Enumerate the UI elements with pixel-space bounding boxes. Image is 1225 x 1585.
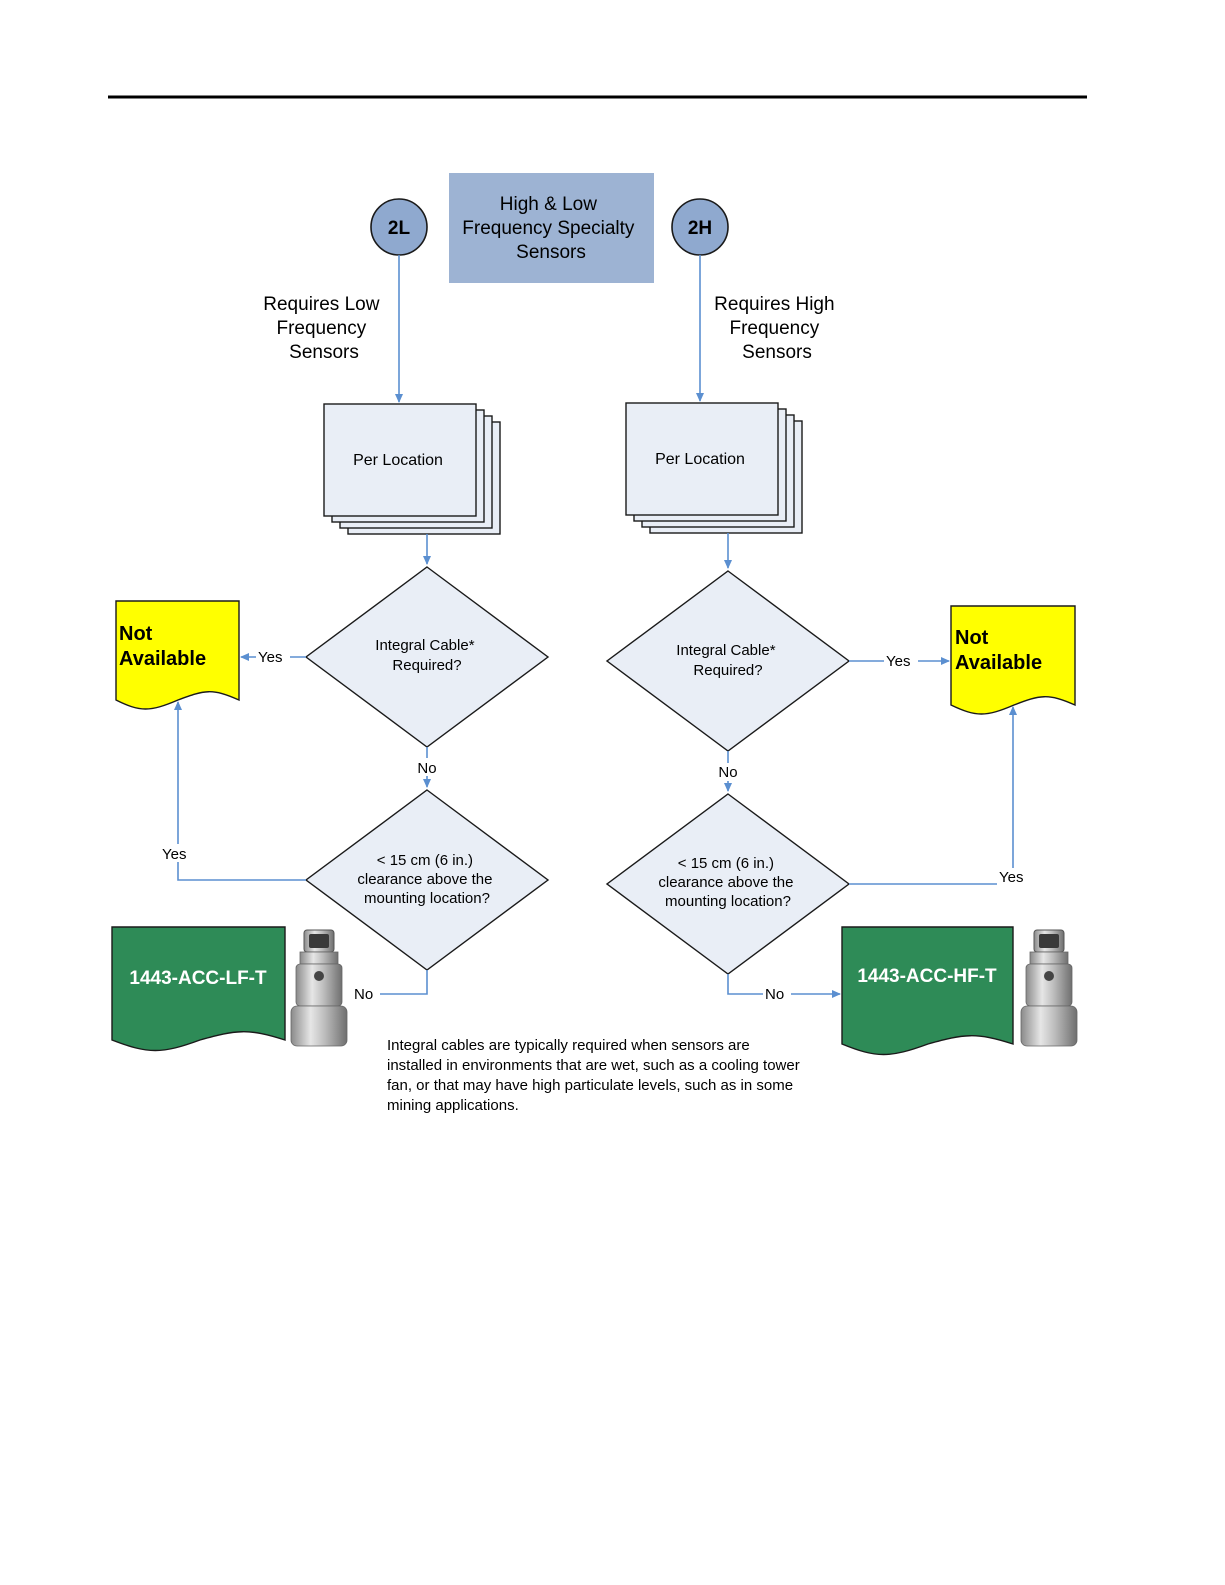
title-line-2: Frequency Specialty — [462, 218, 635, 239]
high-decision2-line-2: clearance above the — [658, 874, 793, 891]
high-requirement-line-2: Frequency — [729, 318, 819, 339]
high-decision-clearance: < 15 cm (6 in.) clearance above the moun… — [605, 793, 851, 975]
high-product-label: 1443-ACC-HF-T — [857, 966, 997, 987]
high-decision2-line-1: < 15 cm (6 in.) — [678, 855, 774, 872]
low-requirement-line-2: Frequency — [276, 318, 366, 339]
svg-text:Not Available: Not Available — [119, 623, 206, 670]
high-not-available-line-1: Not — [955, 627, 989, 649]
svg-text:Integral Cable* Requir: Integral Cable* Required? — [375, 637, 478, 674]
low-requirement-line-1: Requires Low — [263, 294, 379, 315]
low-product-box: 1443-ACC-LF-T — [111, 926, 286, 1052]
low-no1-label: No — [417, 760, 436, 777]
low-decision1-line-2: Required? — [392, 657, 461, 674]
high-decision1-line-2: Required? — [693, 662, 762, 679]
high-decision-integral-cable: Integral Cable* Required? — [605, 570, 851, 752]
low-yes2-label: Yes — [162, 846, 186, 863]
high-no1-label: No — [718, 764, 737, 781]
svg-text:Not Available: Not Available — [955, 627, 1042, 674]
low-decision-clearance: < 15 cm (6 in.) clearance above the moun… — [304, 789, 550, 971]
low-decision2-line-1: < 15 cm (6 in.) — [377, 852, 473, 869]
low-not-available-line-2: Available — [119, 648, 206, 670]
low-no2-label: No — [354, 986, 373, 1003]
title-box-rect — [449, 173, 654, 283]
low-process-per-location: Per Location — [323, 403, 501, 535]
high-decision2-line-3: mounting location? — [665, 893, 791, 910]
svg-text:High & Low Frequency Spe: High & Low Frequency Specialty Sensors — [462, 194, 639, 263]
low-decision-integral-cable: Integral Cable* Required? — [304, 566, 550, 748]
low-decision2-line-3: mounting location? — [364, 890, 490, 907]
high-frequency-branch: 2H Requires High Frequency Sensors Per L… — [605, 198, 1078, 1056]
low-decision2-line-2: clearance above the — [357, 871, 492, 888]
low-frequency-branch: 2L Requires Low Frequency Sensors Per Lo… — [111, 198, 550, 1052]
low-requirement-line-3: Sensors — [289, 342, 359, 363]
high-process-label: Per Location — [655, 451, 745, 468]
high-flow-no2 — [727, 974, 841, 998]
connector-2h-label: 2H — [688, 218, 712, 239]
high-flow-yes2 — [849, 706, 1017, 885]
high-yes2-label: Yes — [999, 869, 1023, 886]
high-accelerometer-sensor-icon — [1020, 929, 1078, 1047]
svg-text:Requires High Frequency: Requires High Frequency Sensors — [714, 294, 840, 363]
low-process-label: Per Location — [353, 452, 443, 469]
high-decision1-line-1: Integral Cable* — [676, 642, 775, 659]
low-accelerometer-sensor-icon — [290, 929, 348, 1047]
high-requirement-line-1: Requires High — [714, 294, 834, 315]
title-line-3: Sensors — [516, 242, 586, 263]
footnote: Integral cables are typically required w… — [387, 1037, 800, 1114]
title-box: High & Low Frequency Specialty Sensors — [449, 173, 654, 283]
high-no2-label: No — [765, 986, 784, 1003]
low-flow-yes2 — [174, 701, 306, 881]
high-yes1-label: Yes — [886, 653, 910, 670]
high-not-available-line-2: Available — [955, 652, 1042, 674]
title-line-1: High & Low — [500, 194, 597, 215]
high-process-per-location: Per Location — [625, 402, 803, 534]
high-product-box: 1443-ACC-HF-T — [841, 926, 1014, 1056]
low-product-label: 1443-ACC-LF-T — [129, 968, 267, 989]
svg-text:< 15 cm (6 in.) cleara: < 15 cm (6 in.) clearance above the moun… — [357, 852, 496, 907]
low-decision1-line-1: Integral Cable* — [375, 637, 474, 654]
svg-text:Requires Low Frequency: Requires Low Frequency Sensors — [263, 294, 384, 363]
high-not-available: Not Available — [950, 605, 1076, 715]
svg-text:Integral Cable* Requir: Integral Cable* Required? — [676, 642, 779, 679]
connector-2l-label: 2L — [388, 218, 411, 239]
low-yes1-label: Yes — [258, 649, 282, 666]
high-requirement-line-3: Sensors — [742, 342, 812, 363]
svg-text:< 15 cm (6 in.) cleara: < 15 cm (6 in.) clearance above the moun… — [658, 855, 797, 910]
low-not-available: Not Available — [115, 600, 240, 710]
low-not-available-line-1: Not — [119, 623, 153, 645]
